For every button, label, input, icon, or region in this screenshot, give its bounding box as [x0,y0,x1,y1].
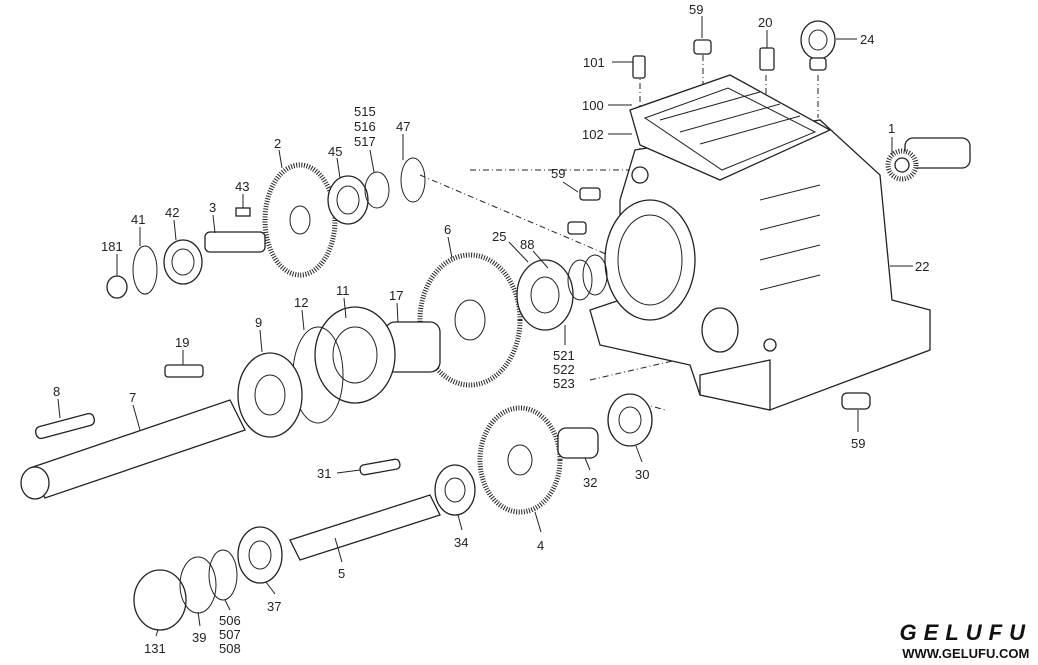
leader-line [132,404,141,431]
leader-line [343,297,347,319]
intermediate-shaft-assembly [237,252,608,438]
label-20: 20 [758,15,772,30]
label-34: 34 [454,535,468,550]
label-7: 7 [129,390,136,405]
label-5: 5 [338,566,345,581]
leader-lines [57,16,913,637]
label-42: 42 [165,205,179,220]
label-6: 6 [444,222,451,237]
label-102: 102 [582,127,604,142]
lower-shaft-assembly [133,393,653,631]
brand-logo: GELUFU WWW.GELUFU.COM [900,620,1032,661]
label-516: 516 [354,119,376,134]
label-32: 32 [583,475,597,490]
label-30: 30 [635,467,649,482]
leader-line [278,149,283,169]
logo-brand-name: GELUFU [899,620,1032,645]
leader-line [336,157,341,179]
label-507: 507 [219,627,241,642]
label-100: 100 [582,98,604,113]
leader-line [265,581,276,595]
leader-line [259,329,263,353]
label-4: 4 [537,538,544,553]
label-101: 101 [583,55,605,70]
leader-line [396,302,399,323]
leader-line [57,398,61,419]
output-shaft-7 [20,364,246,500]
label-59: 59 [851,436,865,451]
label-59: 59 [689,2,703,17]
leader-line [562,181,579,193]
label-2: 2 [274,136,281,151]
leader-line [635,445,643,463]
leader-line [457,514,463,531]
label-11: 11 [336,283,350,298]
label-515: 515 [354,104,376,119]
label-22: 22 [915,259,929,274]
leader-line [369,149,375,173]
fasteners [567,20,871,410]
label-508: 508 [219,641,241,656]
housing-22 [589,74,931,411]
leader-line [584,457,591,471]
label-41: 41 [131,212,145,227]
leader-line [334,537,343,563]
label-9: 9 [255,315,262,330]
label-59: 59 [551,166,565,181]
leader-line [534,511,542,533]
leader-line [508,241,529,263]
pinion-1 [885,137,971,182]
label-131: 131 [144,641,166,656]
label-181: 181 [101,239,123,254]
label-24: 24 [860,32,874,47]
label-1: 1 [888,121,895,136]
label-521: 521 [553,348,575,363]
leader-line [336,469,361,474]
leader-line [532,250,549,269]
leader-line [155,629,159,637]
leader-line [173,219,177,241]
leader-line [447,236,453,259]
label-17: 17 [389,288,403,303]
label-522: 522 [553,362,575,377]
upper-shaft-assembly [106,157,426,299]
label-39: 39 [192,630,206,645]
label-31: 31 [317,466,331,481]
label-25: 25 [492,229,506,244]
label-88: 88 [520,237,534,252]
leader-line [301,309,305,331]
leader-line [224,599,231,611]
label-506: 506 [219,613,241,628]
logo-url: WWW.GELUFU.COM [902,646,1030,661]
label-523: 523 [553,376,575,391]
leader-line [197,611,201,627]
label-37: 37 [267,599,281,614]
label-517: 517 [354,134,376,149]
label-12: 12 [294,295,308,310]
label-3: 3 [209,200,216,215]
label-43: 43 [235,179,249,194]
label-45: 45 [328,144,342,159]
label-19: 19 [175,335,189,350]
label-8: 8 [53,384,60,399]
label-47: 47 [396,119,410,134]
leader-line [212,214,216,234]
